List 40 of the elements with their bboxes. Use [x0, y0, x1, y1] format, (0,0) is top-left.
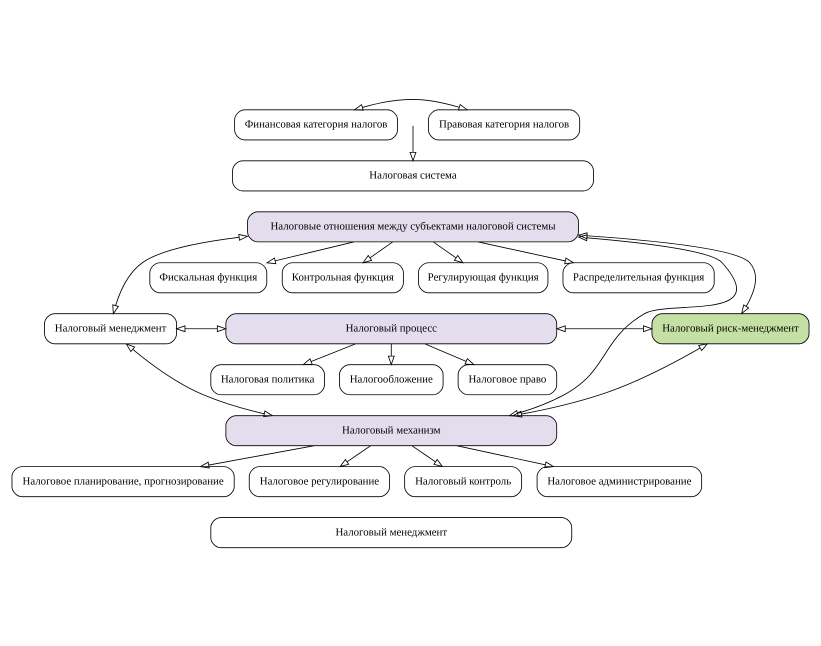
arrow [478, 241, 575, 264]
node-box: Налоговое администрирование [536, 466, 702, 497]
node-box: Налоговый контроль [404, 466, 522, 497]
node-box: Налоговая система [232, 160, 594, 191]
arrow [508, 234, 737, 416]
arrow [424, 342, 476, 365]
node-box: Налоговые отношения между субъектами налоговой системы [247, 210, 579, 242]
arrow [362, 241, 394, 263]
arrow [412, 444, 444, 467]
arrow [410, 124, 417, 162]
node-box: Налогообложение [339, 364, 444, 395]
arrow [199, 444, 314, 468]
arrow [125, 342, 274, 417]
node-box: Налоговое регулирование [248, 466, 390, 497]
arrow [302, 342, 356, 365]
node-box: Регулирующая функция [418, 262, 548, 293]
arrow [353, 98, 468, 110]
arrow [339, 444, 371, 467]
node-box: Налоговая политика [210, 364, 325, 395]
arrow [266, 241, 354, 264]
arrow [512, 342, 708, 418]
node-box: Контрольная функция [282, 262, 404, 293]
arrow [456, 444, 555, 468]
node-box: Налоговый процесс [225, 312, 558, 344]
arrow [112, 233, 249, 314]
node-box: Налоговый механизм [225, 414, 558, 446]
arrow [577, 232, 756, 314]
arrow [432, 241, 464, 263]
node-box: Налоговый менеджмент [210, 516, 572, 548]
arrow [388, 342, 395, 366]
node-box: Распределительная функция [562, 262, 715, 293]
node-box: Налоговое планирование, прогнозирование [12, 466, 235, 497]
node-box: Правовая категория налогов [428, 108, 580, 140]
node-box: Налоговый менеджмент [44, 312, 177, 344]
arrow [175, 324, 227, 332]
node-box: Налоговое право [458, 364, 558, 395]
node-box: Налоговый риск-менеджмент [652, 312, 810, 344]
arrow [556, 324, 654, 332]
node-box: Финансовая категория налогов [234, 108, 398, 140]
node-box: Фискальная функция [149, 262, 268, 293]
